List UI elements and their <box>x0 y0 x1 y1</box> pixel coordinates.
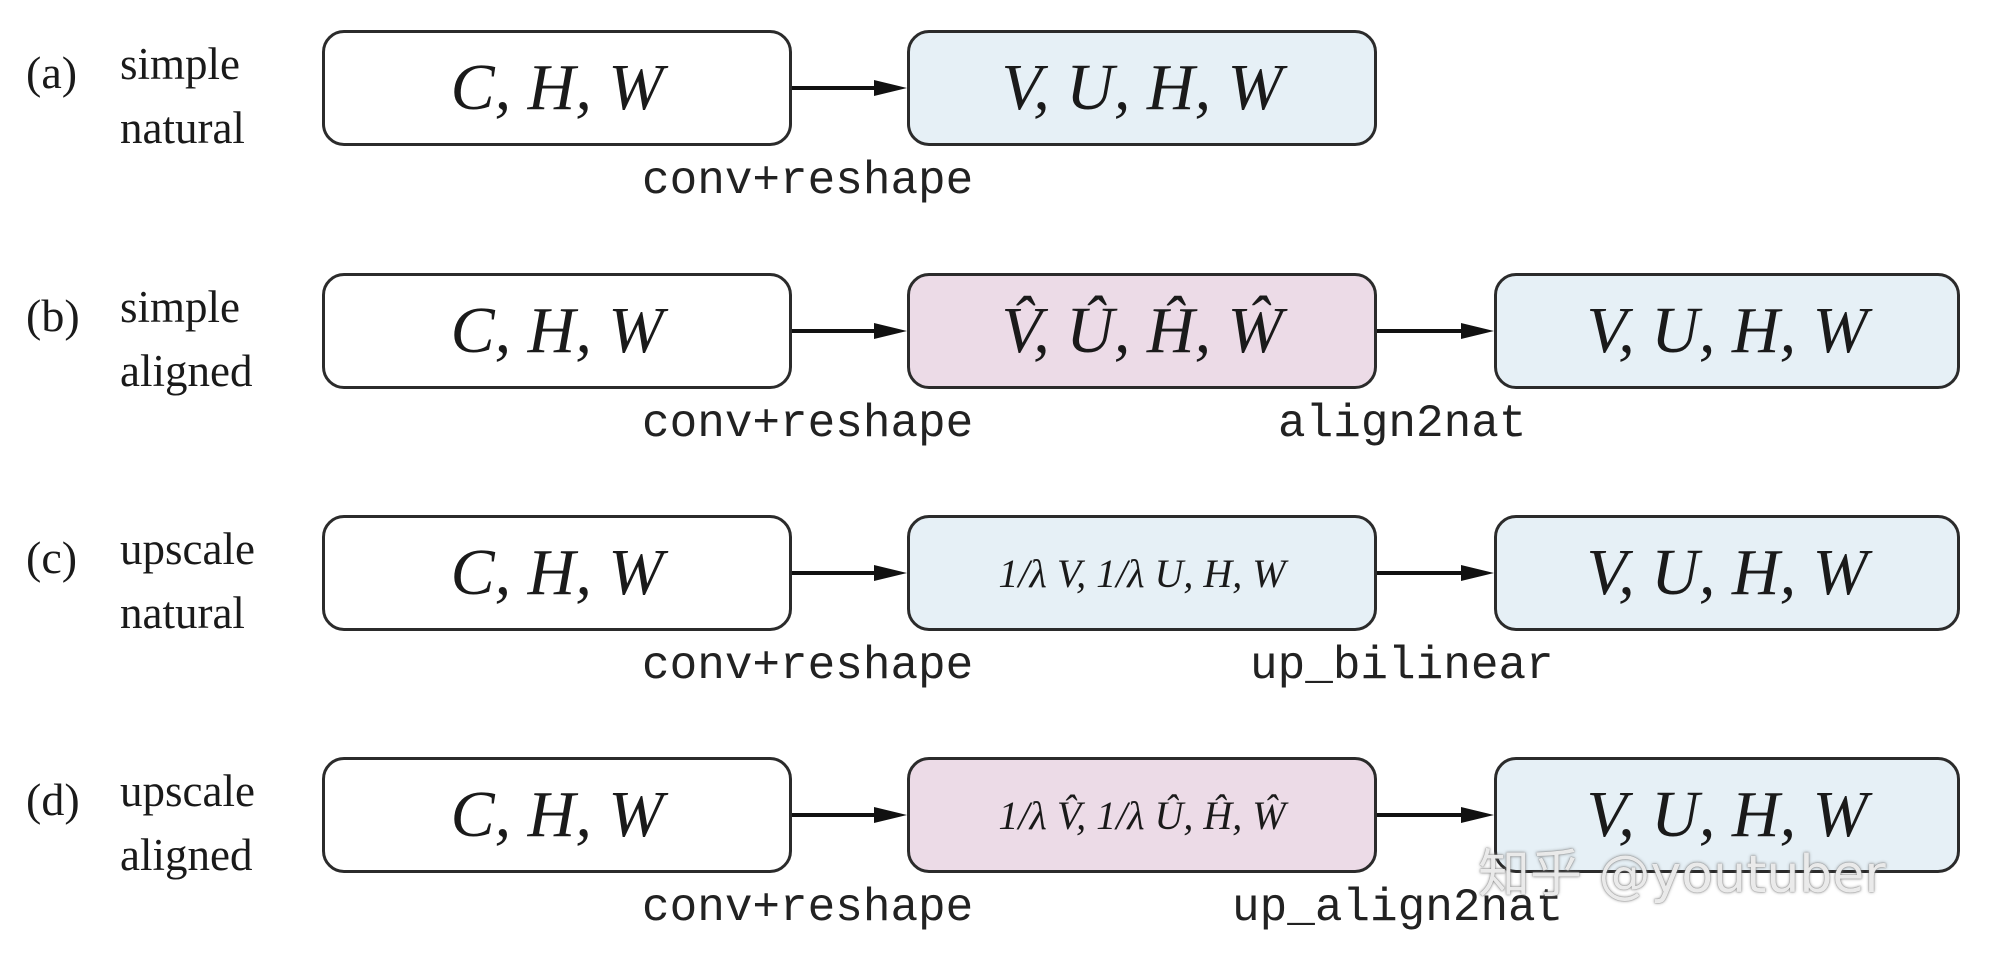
arrow-icon <box>792 323 907 339</box>
row-tag: (a) <box>26 47 78 98</box>
intermediate-box: 1/λ V̂, 1/λ Û, Ĥ, Ŵ <box>907 757 1377 873</box>
operation-label: conv+reshape <box>642 640 974 692</box>
output-box: V, U, H, W <box>1494 757 1960 873</box>
intermediate-box: 1/λ V, 1/λ U, H, W <box>907 515 1377 631</box>
row-tag: (b) <box>26 290 80 341</box>
row-description-line: natural <box>120 103 245 153</box>
arrow-icon <box>792 807 907 823</box>
operation-label: conv+reshape <box>642 882 974 934</box>
row-c: (c) upscale natural C, H, W 1/λ V, 1/λ U… <box>0 485 2000 725</box>
row-description-line: upscale <box>120 524 255 574</box>
operation-label: conv+reshape <box>642 155 974 207</box>
row-b: (b) simple aligned C, H, W V̂, Û, Ĥ, Ŵ V… <box>0 243 2000 483</box>
output-box: V, U, H, W <box>907 30 1377 146</box>
input-box: C, H, W <box>322 515 792 631</box>
intermediate-box: V̂, Û, Ĥ, Ŵ <box>907 273 1377 389</box>
row-a: (a) simple natural C, H, W V, U, H, W co… <box>0 0 2000 240</box>
row-description-line: natural <box>120 588 245 638</box>
output-box: V, U, H, W <box>1494 273 1960 389</box>
operation-label: conv+reshape <box>642 398 974 450</box>
operation-label: up_bilinear <box>1250 640 1554 692</box>
arrow-icon <box>1377 807 1494 823</box>
arrow-icon <box>792 80 907 96</box>
row-description: simple natural <box>120 32 245 160</box>
input-box: C, H, W <box>322 30 792 146</box>
row-description: upscale natural <box>120 517 255 645</box>
input-box: C, H, W <box>322 273 792 389</box>
row-description-line: aligned <box>120 346 253 396</box>
row-description-line: upscale <box>120 766 255 816</box>
row-d: (d) upscale aligned C, H, W 1/λ V̂, 1/λ … <box>0 727 2000 967</box>
arrow-icon <box>1377 565 1494 581</box>
row-tag: (d) <box>26 774 80 825</box>
row-description: simple aligned <box>120 275 252 403</box>
arrow-icon <box>792 565 907 581</box>
operation-label: up_align2nat <box>1232 882 1564 934</box>
input-box: C, H, W <box>322 757 792 873</box>
row-description-line: simple <box>120 39 240 89</box>
arrow-icon <box>1377 323 1494 339</box>
row-tag: (c) <box>26 532 78 583</box>
output-box: V, U, H, W <box>1494 515 1960 631</box>
operation-label: align2nat <box>1278 398 1527 450</box>
row-description-line: aligned <box>120 830 253 880</box>
row-description: upscale aligned <box>120 759 255 887</box>
row-description-line: simple <box>120 282 240 332</box>
watermark: 知乎 @youtuber <box>1478 845 1886 905</box>
